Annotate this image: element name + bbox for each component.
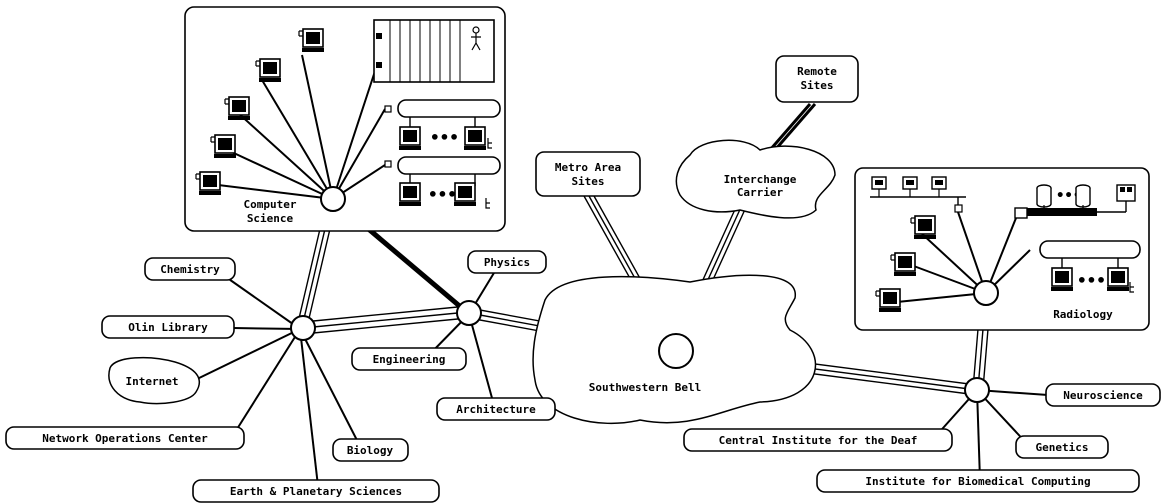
workstation-cluster-1: ••• — [384, 99, 501, 151]
workstation-icon — [910, 215, 937, 240]
link-remote-carrier — [768, 103, 817, 151]
internet-label: Internet — [126, 375, 179, 388]
interchange-carrier-cloud: Interchange Carrier — [675, 139, 836, 219]
earth-planetary-sciences-box: Earth & Planetary Sciences — [192, 479, 440, 503]
biology-label: Biology — [347, 444, 394, 457]
interchange-carrier-label-line1: Interchange — [724, 173, 797, 186]
radiology-panel: ••• ••• Radiology — [854, 167, 1150, 331]
olin-library-box: Olin Library — [101, 315, 235, 339]
network-operations-center-label: Network Operations Center — [42, 432, 208, 445]
workstation-icon — [224, 96, 251, 121]
server-rack-icon — [373, 19, 495, 83]
genetics-box: Genetics — [1015, 435, 1109, 459]
central-institute-deaf-box: Central Institute for the Deaf — [683, 428, 953, 452]
svg-text:•••: ••• — [428, 185, 457, 204]
earth-planetary-sciences-label: Earth & Planetary Sciences — [230, 485, 402, 498]
imaging-device-icon — [902, 176, 918, 197]
engineering-hub — [456, 300, 482, 326]
radiology-label: Radiology — [1053, 308, 1113, 321]
workstation-icon — [875, 288, 902, 313]
genetics-label: Genetics — [1036, 441, 1089, 454]
engineering-label: Engineering — [373, 353, 446, 366]
institute-biomedical-computing-box: Institute for Biomedical Computing — [816, 469, 1140, 493]
tape-drive-icon — [1116, 184, 1136, 202]
workstation-icon — [398, 126, 422, 151]
neuroscience-box: Neuroscience — [1045, 383, 1161, 407]
imaging-device-icon — [871, 176, 887, 197]
olin-library-hub — [290, 315, 316, 341]
southwestern-bell-hub — [658, 333, 694, 369]
medical-campus-hub — [964, 377, 990, 403]
physics-box: Physics — [467, 250, 547, 274]
svg-text:•••: ••• — [1077, 271, 1106, 290]
institute-biomedical-computing-label: Institute for Biomedical Computing — [865, 475, 1090, 488]
internet-cloud: Internet — [108, 356, 201, 405]
backbone-olin-engineering-hub — [302, 305, 469, 335]
workstation-icon — [463, 126, 487, 151]
workstation-icon — [195, 171, 222, 196]
workstation-icon — [210, 134, 237, 159]
workstation-icon — [1050, 267, 1074, 292]
southwestern-bell-label: Southwestern Bell — [589, 381, 702, 394]
chemistry-label: Chemistry — [160, 263, 220, 276]
workstation-icon — [298, 28, 325, 53]
workstation-icon — [890, 252, 917, 277]
neuroscience-label: Neuroscience — [1063, 389, 1143, 402]
computer-science-label-line2: Science — [247, 212, 294, 225]
network-operations-center-box: Network Operations Center — [5, 426, 245, 450]
remote-sites-label-line2: Sites — [800, 79, 833, 92]
biology-box: Biology — [332, 438, 409, 462]
metro-area-sites-box: Metro Area Sites — [535, 151, 641, 197]
remote-sites-label-line1: Remote — [797, 65, 837, 78]
radiology-hub — [973, 280, 999, 306]
computer-science-hub — [320, 186, 346, 212]
central-institute-deaf-label: Central Institute for the Deaf — [719, 434, 918, 447]
svg-text:•••: ••• — [430, 128, 459, 147]
workstation-icon — [1106, 267, 1130, 292]
computer-science-panel: ••• ••• Computer Science — [184, 6, 506, 232]
metro-area-sites-label-line2: Sites — [571, 175, 604, 188]
metro-area-sites-label-line1: Metro Area — [555, 161, 621, 174]
workstation-icon — [398, 182, 422, 207]
chemistry-box: Chemistry — [144, 257, 236, 281]
architecture-box: Architecture — [436, 397, 556, 421]
physics-label: Physics — [484, 256, 530, 269]
remote-sites-box: Remote Sites — [775, 55, 859, 103]
radiology-workstation-cluster: ••• — [1039, 240, 1141, 293]
svg-text:•••: ••• — [1056, 188, 1081, 204]
architecture-label: Architecture — [456, 403, 536, 416]
workstation-cluster-2: ••• — [384, 156, 501, 209]
imaging-device-icon — [931, 176, 947, 197]
olin-library-label: Olin Library — [128, 321, 208, 334]
router-icon — [954, 204, 963, 213]
computer-science-label-line1: Computer — [244, 198, 297, 211]
interchange-carrier-label-line2: Carrier — [737, 186, 784, 199]
storage-array-icon: ••• — [1014, 184, 1136, 219]
cs-spokes — [209, 54, 386, 200]
workstation-icon — [255, 58, 282, 83]
workstation-icon — [453, 182, 477, 207]
engineering-box: Engineering — [351, 347, 467, 371]
